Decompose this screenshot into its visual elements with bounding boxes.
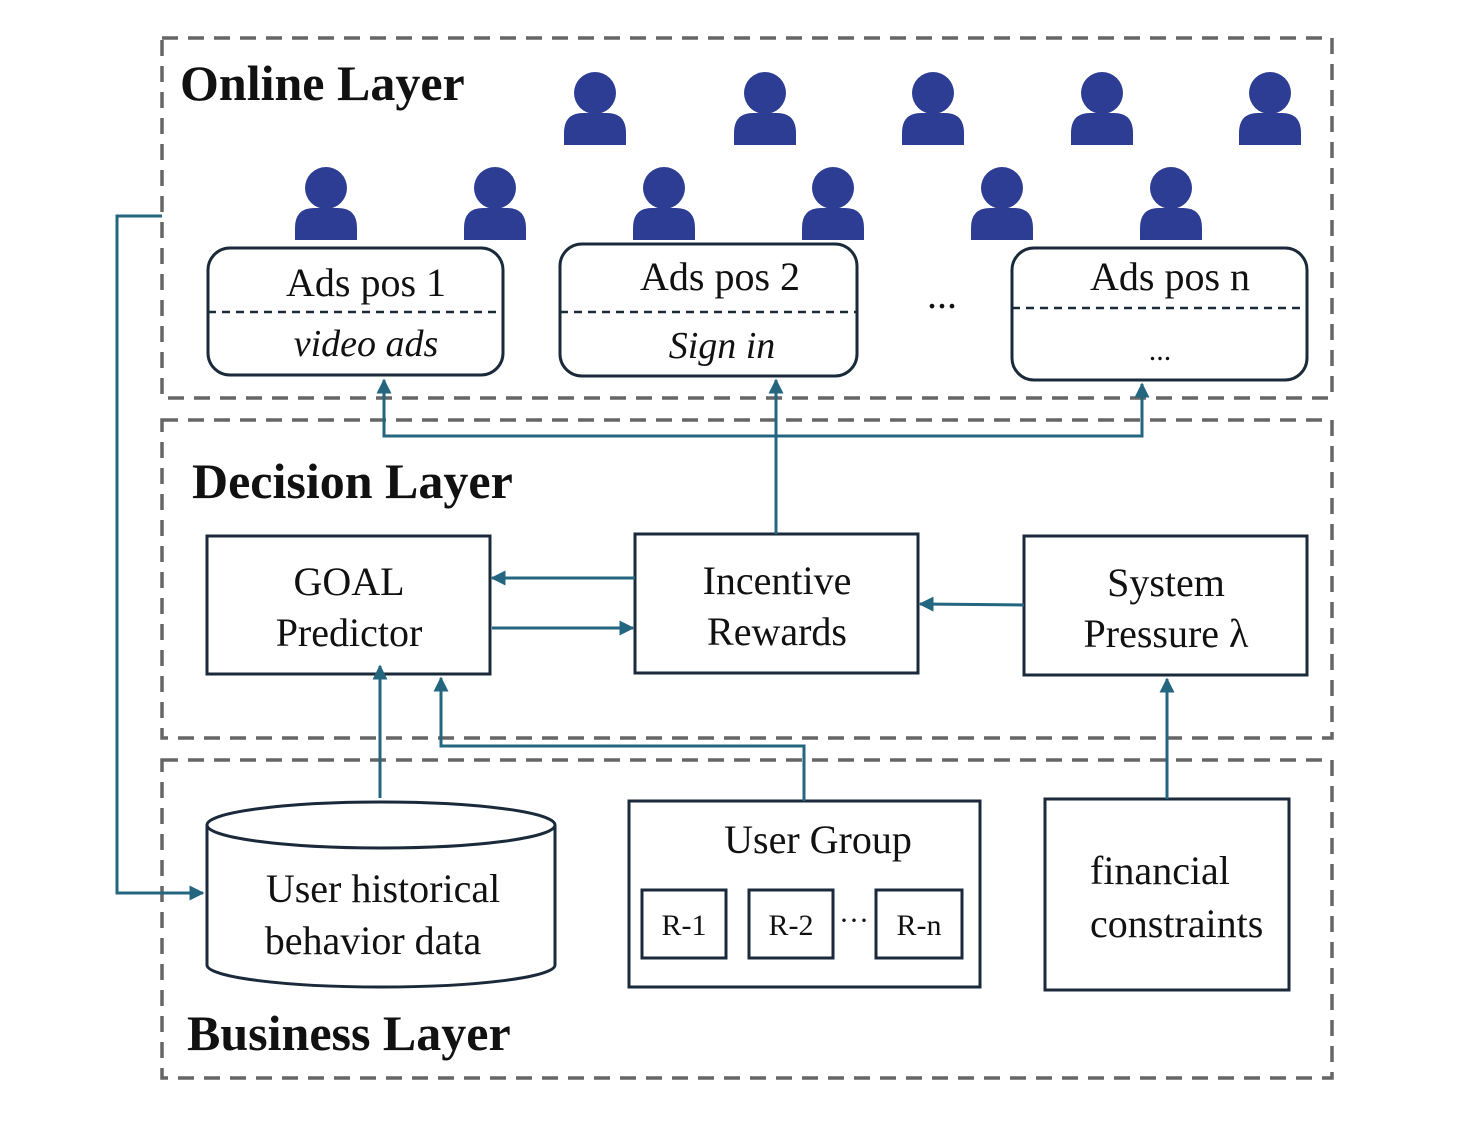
ads-pos-1-box: Ads pos 1 video ads — [206, 246, 505, 377]
group-r1-label: R-1 — [662, 909, 707, 942]
user-icon — [802, 167, 864, 240]
user-icon — [1140, 167, 1202, 240]
user-icon — [734, 72, 796, 145]
ads-pos-2-box: Ads pos 2 Sign in — [558, 242, 859, 378]
incentive-rewards-box: Incentive Rewards — [633, 532, 920, 675]
online-layer-border — [160, 36, 1334, 400]
history-database: User historical behavior data — [205, 800, 557, 989]
online-layer-title: Online Layer — [180, 55, 465, 111]
arrow-online-feedback-to-db — [115, 214, 205, 901]
goal-predictor-line1: GOAL — [293, 559, 404, 604]
ads-pos-2-content: Sign in — [669, 325, 776, 367]
ads-pos-2-label: Ads pos 2 — [640, 254, 800, 299]
ads-pos-1-label: Ads pos 1 — [286, 260, 446, 305]
ads-ellipsis: ... — [927, 272, 957, 317]
user-icon — [1239, 72, 1301, 145]
arrow-usergroup-to-goal — [433, 676, 806, 801]
goal-predictor-line2: Predictor — [276, 610, 423, 655]
group-r2-box — [747, 888, 835, 960]
user-icon — [971, 167, 1033, 240]
incentive-rewards-line1: Incentive — [703, 558, 852, 603]
arrow-rewards-to-ads-pos-n — [776, 382, 1150, 438]
ads-pos-1-content: video ads — [294, 323, 439, 365]
group-r1-box — [640, 888, 728, 960]
ads-pos-n-label: Ads pos n — [1090, 254, 1250, 299]
goal-predictor-box: GOAL Predictor — [205, 534, 492, 676]
financial-line1: financial — [1090, 848, 1230, 893]
business-layer-border — [160, 758, 1334, 1080]
decision-layer-border — [160, 418, 1334, 740]
incentive-rewards-line2: Rewards — [707, 609, 847, 654]
user-icon — [902, 72, 964, 145]
user-icon — [464, 167, 526, 240]
system-pressure-line2: Pressure λ — [1084, 611, 1250, 656]
financial-constraints-box: financial constraints — [1043, 797, 1291, 992]
arrow-rewards-to-ads-pos-1 — [376, 378, 776, 438]
users-row-2 — [295, 167, 1202, 240]
ads-pos-n-content: ... — [1149, 334, 1172, 367]
user-icon — [564, 72, 626, 145]
user-icon — [1071, 72, 1133, 145]
group-rn-label: R-n — [897, 909, 942, 942]
ads-pos-n-box: Ads pos n ... — [1010, 246, 1309, 382]
user-icon — [633, 167, 695, 240]
connector-arrows — [115, 214, 1175, 901]
system-pressure-box: System Pressure λ — [1022, 534, 1309, 677]
business-layer-title: Business Layer — [187, 1005, 511, 1061]
user-group-title: User Group — [724, 817, 912, 862]
history-db-line1: User historical — [266, 866, 500, 911]
group-rn-box — [874, 888, 964, 960]
financial-line2: constraints — [1090, 901, 1263, 946]
group-r2-label: R-2 — [769, 909, 814, 942]
arrow-pressure-to-rewards — [918, 596, 1025, 612]
system-pressure-line1: System — [1107, 560, 1225, 605]
group-ellipsis: ··· — [839, 904, 869, 937]
user-icon — [295, 167, 357, 240]
history-db-line2: behavior data — [265, 918, 482, 963]
user-group-box: User Group R-1 R-2 ··· R-n — [627, 799, 982, 989]
users-row-1 — [564, 72, 1301, 145]
decision-layer-title: Decision Layer — [192, 453, 513, 509]
